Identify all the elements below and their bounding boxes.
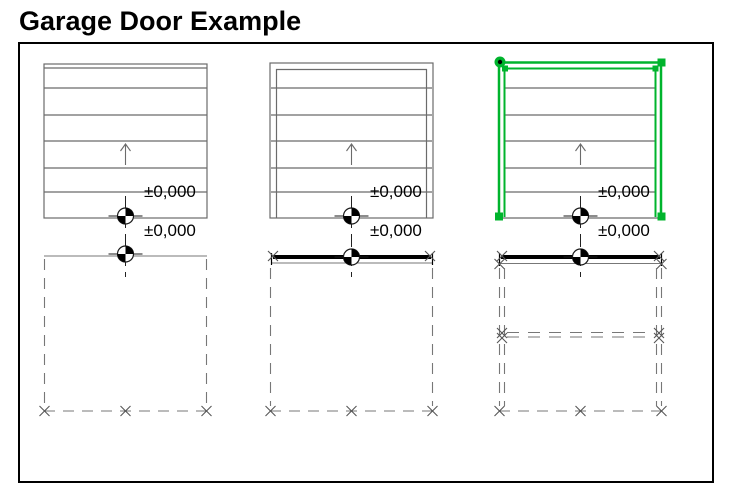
- open-door-plan-line: [507, 331, 654, 338]
- x-hotspot-icon: [653, 327, 665, 339]
- plan-opening-outline: [43, 255, 208, 412]
- level-annotation-upper: ±0,000: [598, 182, 650, 201]
- level-annotation-upper: ±0,000: [144, 182, 196, 201]
- garage-door-symbol-selected[interactable]: [493, 56, 668, 417]
- page-title: Garage Door Example: [19, 6, 302, 36]
- x-hotspot-icon: [496, 332, 508, 344]
- door-leaf-panels: [271, 87, 432, 193]
- up-arrow-icon: [574, 143, 587, 166]
- up-arrow-icon: [345, 143, 358, 166]
- selection-highlight-outline: [497, 61, 663, 217]
- level-marker-icon: [107, 245, 144, 263]
- plan-opening-outline: [498, 268, 663, 412]
- level-marker-icon: [333, 207, 370, 225]
- figure-border: [18, 42, 714, 483]
- up-arrow-icon: [119, 143, 132, 166]
- selection-handle-icon[interactable]: [652, 65, 659, 72]
- selection-handle-icon[interactable]: [657, 212, 666, 221]
- level-marker-icon: [562, 248, 599, 266]
- level-annotation-lower: ±0,000: [370, 221, 422, 240]
- level-annotation-upper: ±0,000: [370, 182, 422, 201]
- selection-origin-icon[interactable]: [494, 56, 506, 68]
- level-annotation-lower: ±0,000: [144, 221, 196, 240]
- x-hotspot-icon: [653, 332, 665, 344]
- selection-handle-icon[interactable]: [657, 58, 666, 67]
- selection-handle-icon[interactable]: [495, 212, 503, 221]
- plan-opening-outline: [269, 268, 434, 412]
- x-hotspot-icon: [496, 327, 508, 339]
- level-marker-icon: [562, 207, 599, 225]
- level-marker-icon: [107, 207, 144, 225]
- garage-door-symbol-framed[interactable]: [264, 62, 439, 417]
- garage-door-symbol-plain[interactable]: [38, 63, 213, 417]
- selection-handle-icon[interactable]: [502, 65, 508, 72]
- level-annotation-lower: ±0,000: [598, 221, 650, 240]
